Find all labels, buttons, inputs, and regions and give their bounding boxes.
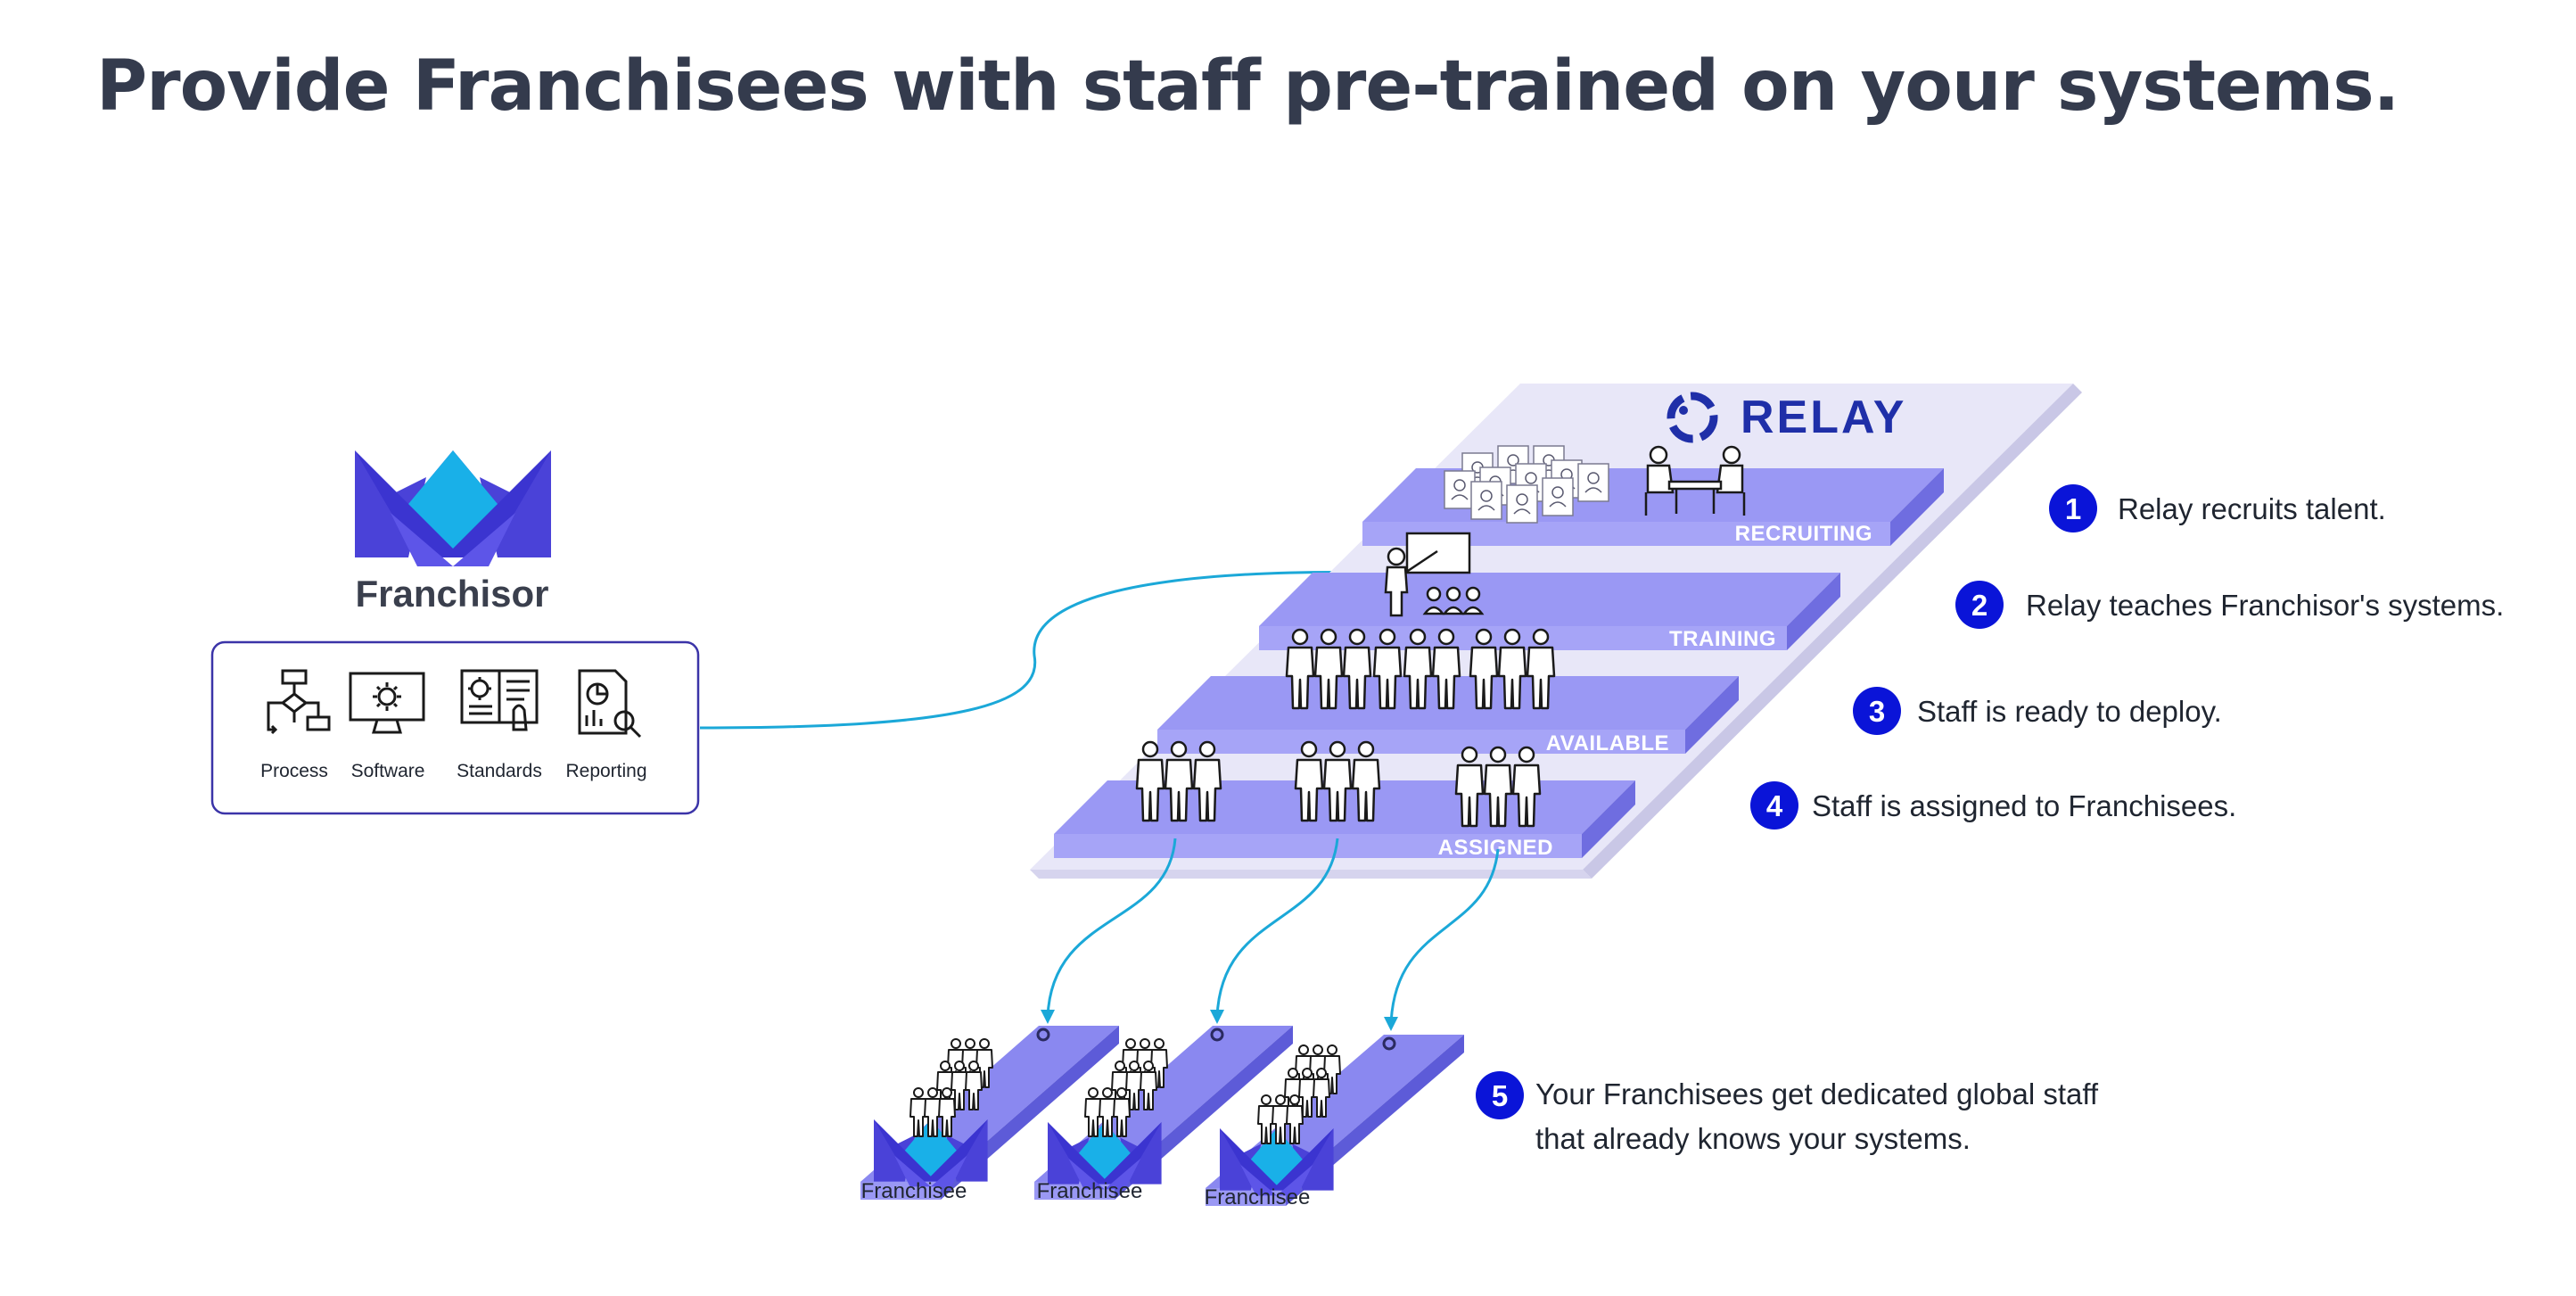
assigned-staff-group-1 (1135, 740, 1222, 822)
software-icon (349, 672, 425, 734)
step-text: Relay recruits talent. (2118, 492, 2386, 525)
step-number: 3 (1869, 695, 1885, 728)
franchisor-tools-box (210, 640, 700, 815)
tool-label-software: Software (351, 761, 425, 781)
tier-label-recruiting: RECRUITING (1735, 522, 1872, 546)
tier-label-assigned: ASSIGNED (1438, 836, 1553, 860)
assigned-staff-group-2 (1294, 740, 1381, 822)
available-staff-group (1285, 628, 1556, 710)
connector-franchisor-to-training (699, 571, 1381, 730)
process-icon (267, 669, 331, 735)
step-number: 4 (1766, 789, 1783, 822)
tool-label-process: Process (260, 761, 328, 781)
relay-logo (1667, 392, 1718, 443)
step-text-line2: that already knows your systems. (1535, 1122, 1971, 1155)
step-number: 1 (2065, 492, 2081, 525)
reporting-icon (578, 669, 642, 739)
tier-label-training: TRAINING (1669, 627, 1776, 651)
franchisee-platform-2 (1034, 1026, 1293, 1200)
page-title: Provide Franchisees with staff pre-train… (96, 46, 2399, 127)
step-5: 5 Your Franchisees get dedicated global … (1476, 1071, 2099, 1155)
step-text-line1: Your Franchisees get dedicated global st… (1535, 1077, 2099, 1110)
standards-icon (460, 669, 539, 731)
tool-label-standards: Standards (457, 761, 542, 781)
tool-label-reporting: Reporting (565, 761, 646, 781)
franchisee-label-2: Franchisee (1037, 1179, 1143, 1203)
step-1: 1 Relay recruits talent. (2049, 484, 2386, 532)
franchisee-label-3: Franchisee (1205, 1185, 1311, 1209)
step-3: 3 Staff is ready to deploy. (1853, 687, 2222, 735)
interview-icon (1644, 445, 1746, 516)
assignment-connectors (1046, 838, 1500, 1025)
franchisee-platform-3 (1206, 1035, 1464, 1206)
step-number: 5 (1492, 1079, 1508, 1112)
franchisor-logo (355, 450, 551, 566)
assigned-staff-group-3 (1454, 746, 1542, 828)
step-4: 4 Staff is assigned to Franchisees. (1750, 781, 2236, 830)
step-2: 2 Relay teaches Franchisor's systems. (1955, 581, 2504, 629)
step-text: Staff is ready to deploy. (1917, 695, 2222, 728)
franchisee-label-1: Franchisee (861, 1179, 967, 1203)
step-text: Relay teaches Franchisor's systems. (2026, 589, 2504, 622)
assignment-arrowheads (1041, 1010, 1398, 1031)
step-text: Staff is assigned to Franchisees. (1812, 789, 2236, 822)
franchisor-label: Franchisor (355, 573, 548, 615)
relay-brand-text: RELAY (1741, 392, 1906, 443)
step-number: 2 (1971, 589, 1988, 622)
franchisee-platform-1 (860, 1026, 1119, 1200)
tier-label-available: AVAILABLE (1546, 731, 1669, 755)
instructor-icon (1384, 532, 1485, 617)
